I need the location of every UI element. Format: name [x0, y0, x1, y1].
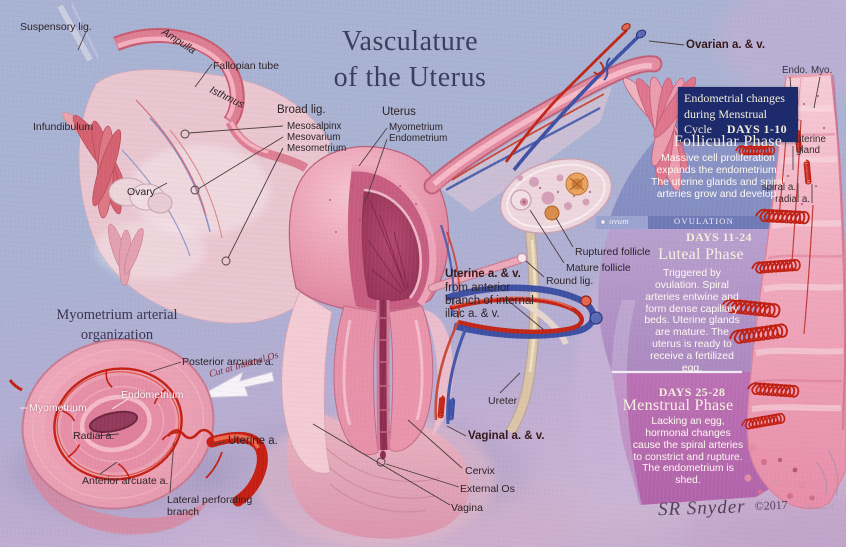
tubal-vessels [445, 93, 605, 192]
right-fimbriae [622, 76, 697, 192]
panel-header: Endometrial changes during Menstrual Cyc… [678, 87, 798, 142]
label-external-os: External Os [460, 483, 515, 495]
label-strip-radial: radial a. [775, 194, 810, 205]
label-uterine-vessels-sub: from anterior branch of internal iliac a… [445, 282, 534, 321]
ovum-label: ovum [609, 216, 629, 226]
label-inset-endometrium: Endometrium [121, 389, 184, 401]
inset-title: Myometrium arterial organization [56, 307, 178, 343]
phase1-name: Follicular Phase [673, 133, 783, 150]
external-os [380, 450, 386, 460]
label-round-ligament: Round lig. [546, 275, 594, 287]
serosa-speckles [329, 177, 417, 233]
right-ligament-fold [424, 310, 454, 436]
label-myo: Myo. [811, 65, 833, 76]
inset-uterine-artery [206, 431, 268, 507]
label-fallopian-tube: Fallopian tube [213, 60, 279, 72]
label-inset-uterine-artery: Uterine a. [228, 435, 278, 447]
title-line1: Vasculature [341, 26, 479, 57]
label-mesovarium: Mesovarium [287, 132, 341, 143]
phase2-body: Triggered by ovulation. Spiral arteries … [644, 268, 740, 374]
label-endometrium: Endometrium [389, 133, 448, 144]
ovulation-label: OVULATION [674, 216, 734, 226]
round-ligament [427, 253, 569, 346]
label-vagina: Vagina [451, 502, 483, 514]
label-suspensory-ligament: Suspensory lig. [20, 21, 92, 33]
title-line2: of the Uterus [333, 62, 487, 94]
right-ovary [499, 158, 613, 234]
ruptured-follicle [544, 172, 589, 224]
endometrium-histology-strip [720, 72, 846, 510]
label-anterior-arcuate: Anterior arcuate a. [82, 475, 169, 487]
label-inset-myometrium: Myometrium [29, 402, 87, 414]
phase1-body: Massive cell proliferation expands the e… [650, 153, 785, 200]
label-lateral-perforating: Lateral perforating branch [167, 494, 253, 519]
label-posterior-arcuate: Posterior arcuate a. [182, 356, 274, 368]
cervix [333, 300, 434, 460]
ovum-dot [600, 219, 606, 225]
left-ovary [108, 177, 173, 214]
radial-arteries [59, 370, 180, 479]
leader-lines [20, 31, 821, 506]
label-ureter: Ureter [488, 395, 518, 407]
label-mesometrium: Mesometrium [287, 143, 347, 154]
label-ovary: Ovary [127, 186, 156, 198]
copyright-year: ©2017 [754, 497, 788, 513]
uterus-body [288, 145, 450, 313]
ureter [505, 229, 540, 436]
left-fallopian-tube [113, 27, 309, 172]
label-uterine-gland: uterine gland [796, 134, 826, 156]
label-ovarian-vessels: Ovarian a. & v. [686, 39, 766, 51]
label-mesosalpinx: Mesosalpinx [287, 121, 342, 132]
mesosalpinx-membrane [440, 86, 612, 212]
myometrium-inset [8, 338, 268, 535]
cut-arrow [195, 370, 275, 399]
uterine-vessels [434, 224, 603, 425]
label-infundibulum: Infundibulum [33, 121, 94, 133]
label-mature-follicle: Mature follicle [566, 262, 631, 274]
phase2-days: DAYS 11-24 [686, 230, 752, 244]
label-endo: Endo. [782, 65, 808, 76]
label-cervix: Cervix [465, 465, 495, 477]
phase1-days: DAYS 1-10 [726, 122, 788, 136]
label-broad-ligament: Broad lig. [277, 104, 326, 116]
right-fallopian-tube [423, 55, 663, 195]
phase3-body: Lacking an egg, hormonal changes cause t… [632, 416, 744, 487]
phase3-days: DAYS 25-28 [658, 385, 726, 399]
shed-endometrium-debris [744, 444, 839, 510]
phase2-name: Luteal Phase [658, 246, 744, 263]
phase3-name: Menstrual Phase [622, 397, 734, 414]
label-vaginal-vessels: Vaginal a. & v. [468, 430, 545, 442]
page-title: Vasculature of the Uterus [255, 24, 565, 97]
label-strip-spiral: spiral a. [761, 182, 796, 193]
label-uterus: Uterus [382, 106, 416, 118]
suspensory-ligament [57, 3, 100, 62]
label-inset-radial: Radial a. [73, 430, 115, 442]
uterus-illustration [57, 3, 697, 547]
ovarian-vessels [504, 23, 647, 172]
label-myometrium: Myometrium [389, 122, 443, 133]
artist-signature: SR Snyder ©2017 [658, 495, 788, 522]
signature-name: SR Snyder [657, 496, 746, 521]
label-ruptured-follicle: Ruptured follicle [575, 246, 651, 258]
label-uterine-vessels-title: Uterine a. & v. [445, 268, 521, 280]
